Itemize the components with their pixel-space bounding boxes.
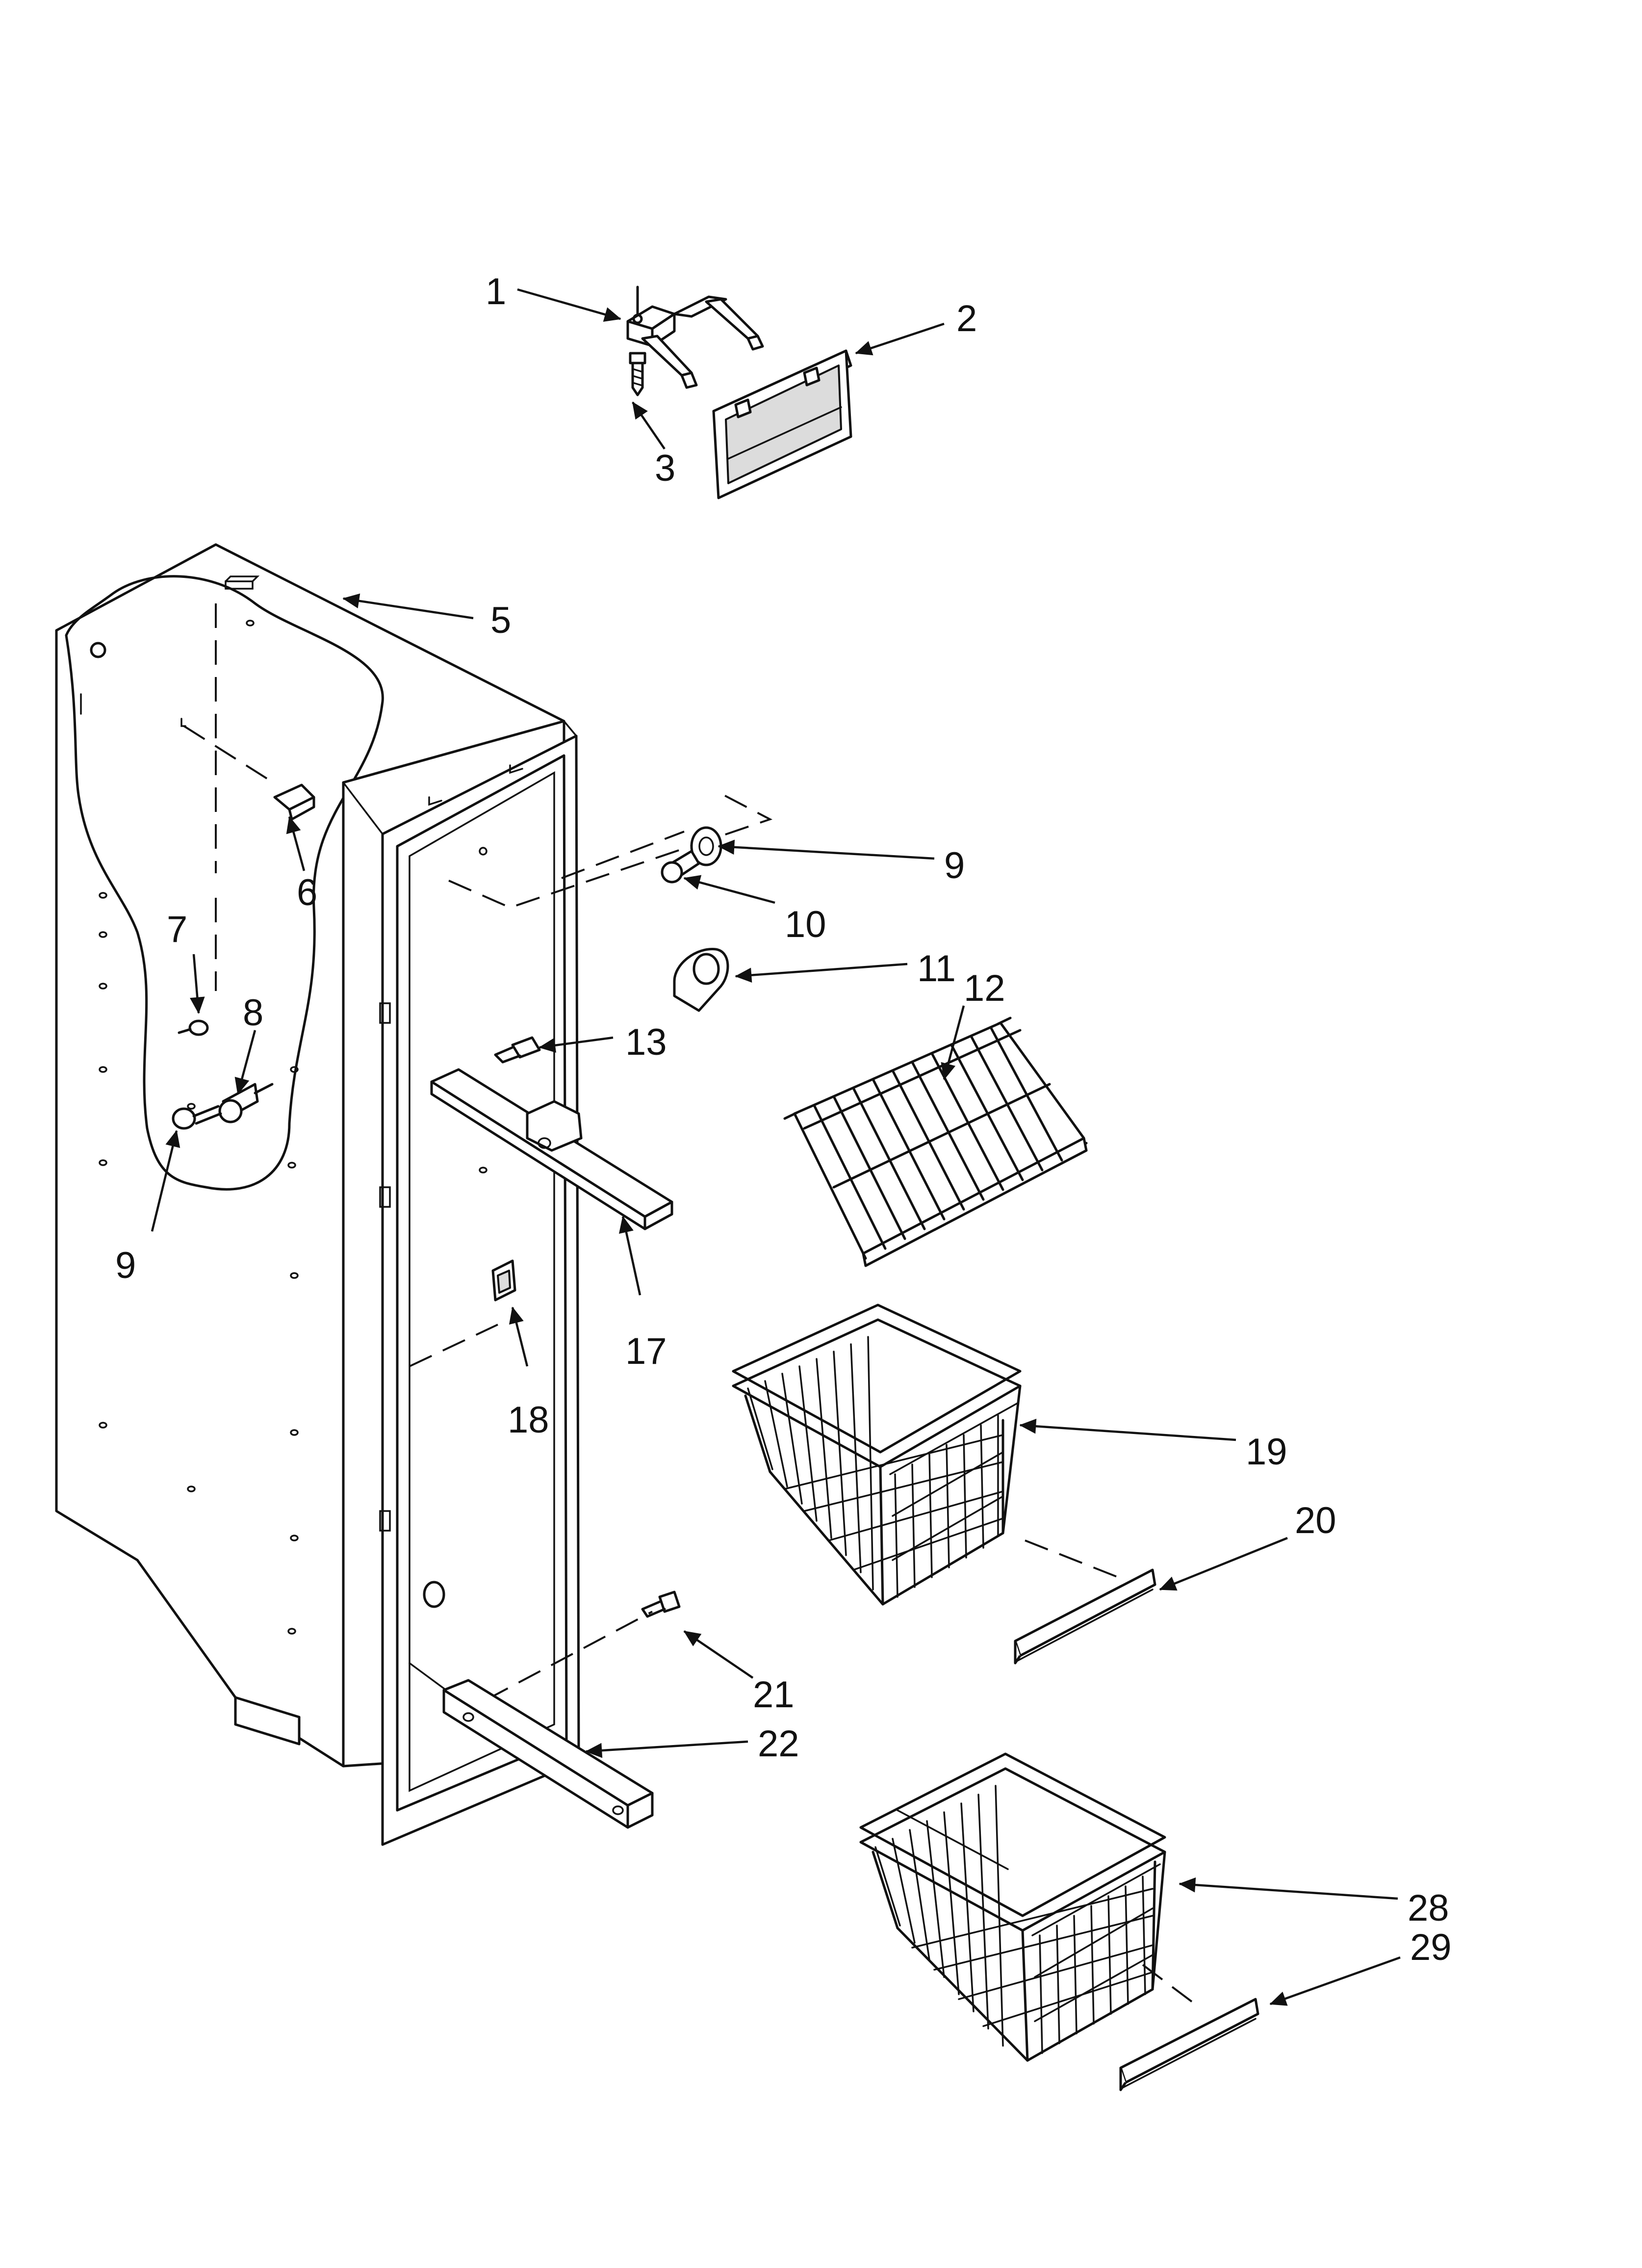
basket-slide-9b [1119, 1998, 1259, 2091]
screw-5 [629, 352, 646, 396]
callout-9-lower: 29 [1410, 1927, 1452, 1968]
top-bracket-assembly [626, 286, 764, 389]
callout-12: 9 [115, 1245, 136, 1286]
callout-11: 28 [1408, 1887, 1449, 1929]
callout-17: 22 [758, 1723, 799, 1765]
callout-labels: 1 2 3 5 6 7 8 9 9 10 11 12 13 17 18 19 2… [115, 271, 1452, 1968]
callout-1: 5 [490, 600, 511, 641]
front-frame-panel [342, 720, 580, 1846]
callout-20: 9 [944, 845, 965, 886]
wire-basket-10 [732, 1303, 1022, 1606]
roller-20-21 [661, 826, 722, 884]
callout-3: 2 [956, 298, 977, 339]
callout-19: 18 [508, 1399, 549, 1441]
cover-3 [712, 349, 852, 499]
screw-13 [178, 1019, 209, 1036]
wire-basket-11 [859, 1752, 1166, 2062]
basket-slide-9a [1014, 1568, 1156, 1665]
callout-8: 12 [964, 967, 1005, 1009]
callout-29: 13 [625, 1021, 667, 1063]
clip-6 [273, 783, 315, 821]
screw-18 [641, 1590, 681, 1618]
callout-13: 7 [167, 909, 187, 950]
wheel-22 [673, 948, 729, 1012]
callout-5: 3 [655, 447, 675, 489]
wire-shelf-8 [783, 1017, 1088, 1267]
callout-22: 11 [917, 948, 956, 990]
callout-2: 1 [486, 271, 506, 313]
rail-17 [442, 1679, 654, 1829]
callout-9-upper: 20 [1295, 1500, 1336, 1541]
callout-18: 21 [753, 1674, 795, 1716]
callout-6: 6 [297, 872, 317, 913]
callout-10: 19 [1246, 1431, 1287, 1473]
callout-28: 17 [625, 1330, 667, 1372]
callout-7: 8 [243, 992, 263, 1034]
callout-leaders [151, 288, 1401, 2006]
screw-29 [494, 1036, 541, 1064]
fastener-12 [172, 1105, 222, 1130]
callout-21: 10 [785, 904, 826, 945]
switch-19 [491, 1259, 516, 1302]
rail-28 [430, 1068, 673, 1230]
